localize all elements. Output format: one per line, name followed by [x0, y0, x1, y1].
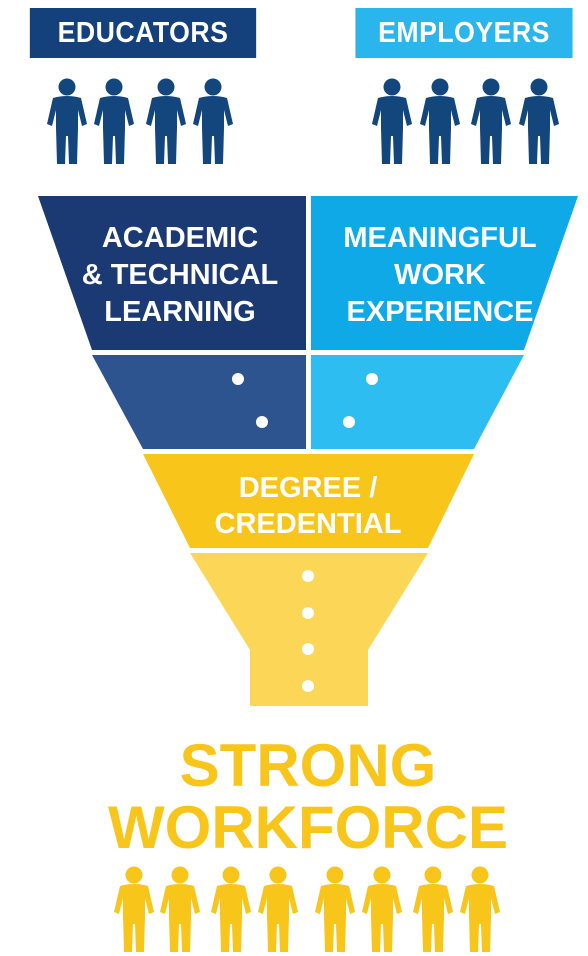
employers-label: EMPLOYERS — [355, 8, 573, 58]
flow-dot — [256, 416, 268, 428]
academic-lower-segment — [92, 355, 306, 449]
experience-lower-segment — [311, 355, 524, 449]
strong-workforce-text: STRONG WORKFORCE — [108, 732, 508, 861]
person-icon — [94, 78, 134, 164]
academic-line-2: & TECHNICAL — [82, 259, 279, 291]
degree-credential-segment — [143, 454, 474, 548]
flow-dot — [343, 416, 355, 428]
flow-dot — [302, 570, 314, 582]
workforce-line: WORKFORCE — [108, 794, 508, 861]
person-icon — [519, 78, 559, 164]
funnel-spout — [190, 553, 428, 706]
person-icon — [372, 78, 412, 164]
degree-line-2: CREDENTIAL — [215, 508, 402, 540]
flow-dot — [302, 643, 314, 655]
person-icon — [471, 78, 511, 164]
employer-icons — [372, 78, 559, 164]
work-experience-segment — [311, 196, 578, 350]
experience-line-1: MEANINGFUL — [343, 222, 536, 254]
person-icon — [193, 78, 233, 164]
person-icon — [413, 866, 453, 952]
educator-icons — [47, 78, 233, 164]
workforce-icons — [114, 866, 500, 952]
person-icon — [114, 866, 154, 952]
person-icon — [420, 78, 460, 164]
work-experience-text: MEANINGFUL WORK EXPERIENCE — [343, 222, 536, 328]
academic-line-3: LEARNING — [104, 296, 255, 328]
person-icon — [362, 866, 402, 952]
experience-line-2: WORK — [394, 259, 486, 291]
person-icon — [47, 78, 87, 164]
degree-credential-text: DEGREE / CREDENTIAL — [215, 472, 402, 540]
flow-dot — [232, 373, 244, 385]
strong-line: STRONG — [180, 732, 437, 799]
educators-label: EDUCATORS — [29, 8, 257, 58]
academic-line-1: ACADEMIC — [102, 222, 258, 254]
flow-dots — [232, 373, 378, 692]
flow-dot — [366, 373, 378, 385]
degree-line-1: DEGREE / — [239, 472, 378, 504]
person-icon — [146, 78, 186, 164]
person-icon — [211, 866, 251, 952]
flow-dot — [302, 680, 314, 692]
person-icon — [460, 866, 500, 952]
person-icon — [258, 866, 298, 952]
academic-learning-segment — [38, 196, 306, 350]
experience-line-3: EXPERIENCE — [347, 296, 534, 328]
academic-learning-text: ACADEMIC & TECHNICAL LEARNING — [82, 222, 279, 328]
person-icon — [315, 866, 355, 952]
flow-dot — [302, 607, 314, 619]
person-icon — [160, 866, 200, 952]
